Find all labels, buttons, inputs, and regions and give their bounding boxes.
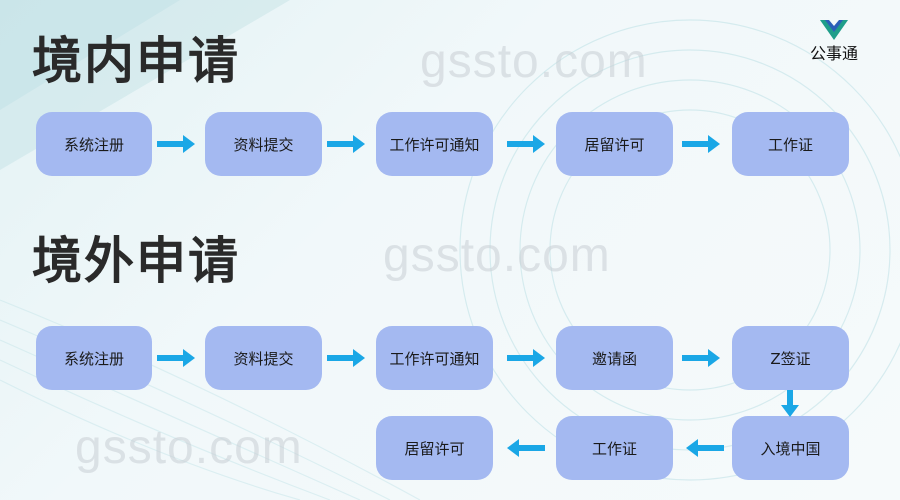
overseas-step-work-card: 工作证: [556, 416, 673, 480]
overseas-step-z-visa: Z签证: [732, 326, 849, 390]
domestic-step-residence-permit: 居留许可: [556, 112, 673, 176]
arrow-right-icon: [157, 349, 195, 367]
arrow-right-icon: [327, 349, 365, 367]
arrow-right-icon: [507, 349, 545, 367]
overseas-step-register: 系统注册: [36, 326, 152, 390]
arrow-down-icon: [781, 390, 799, 417]
overseas-title: 境外申请: [32, 232, 240, 290]
watermark: gssto.com: [420, 35, 648, 88]
domestic-step-submit: 资料提交: [205, 112, 322, 176]
arrow-right-icon: [507, 135, 545, 153]
overseas-step-work-permit-notice: 工作许可通知: [376, 326, 493, 390]
domestic-step-register: 系统注册: [36, 112, 152, 176]
arrow-right-icon: [327, 135, 365, 153]
overseas-step-submit: 资料提交: [205, 326, 322, 390]
domestic-title: 境内申请: [32, 32, 240, 90]
arrow-right-icon: [157, 135, 195, 153]
watermark: gssto.com: [383, 229, 611, 282]
logo-icon: [820, 20, 848, 40]
overseas-step-enter-china: 入境中国: [732, 416, 849, 480]
overseas-step-invitation-letter: 邀请函: [556, 326, 673, 390]
brand-logo: 公事通: [806, 20, 862, 64]
arrow-right-icon: [682, 349, 720, 367]
arrow-left-icon: [686, 439, 724, 457]
watermark: gssto.com: [75, 421, 303, 474]
domestic-step-work-permit-notice: 工作许可通知: [376, 112, 493, 176]
logo-text: 公事通: [809, 44, 858, 63]
arrow-right-icon: [682, 135, 720, 153]
arrow-left-icon: [507, 439, 545, 457]
overseas-step-residence-permit: 居留许可: [376, 416, 493, 480]
domestic-step-work-card: 工作证: [732, 112, 849, 176]
